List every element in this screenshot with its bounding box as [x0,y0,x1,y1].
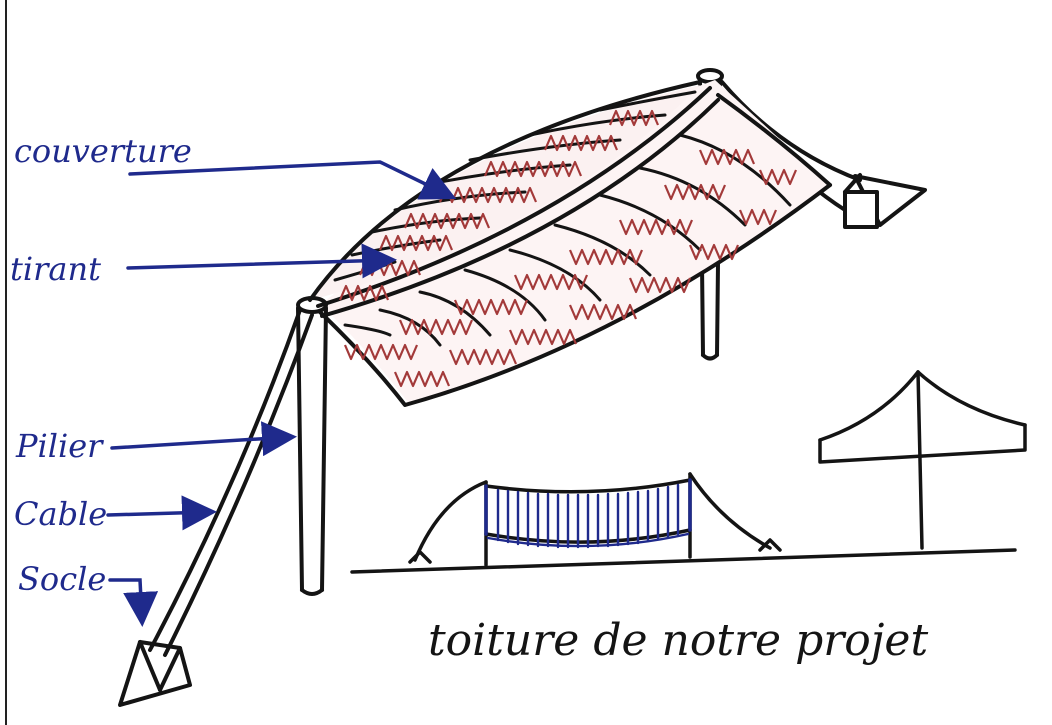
front-cable [150,310,312,655]
label-tirant: tirant [10,250,101,288]
caption-title: toiture de notre projet [428,615,928,666]
ground-line [352,550,1015,572]
arrow-cable [108,512,210,515]
side-view-sketches [352,372,1025,572]
socle-anchor [120,642,190,705]
arrow-socle [110,580,142,620]
back-anchor [845,175,925,227]
side-view-umbrella [820,372,1025,548]
suspended-fabric-stripes [488,485,688,547]
label-pilier: Pilier [15,427,104,465]
label-cable: Cable [14,495,107,533]
front-structure [120,298,326,705]
side-view-suspended [410,474,780,565]
label-couverture: couverture [14,132,192,170]
label-socle: Socle [18,560,106,598]
main-roof-structure [310,70,925,405]
